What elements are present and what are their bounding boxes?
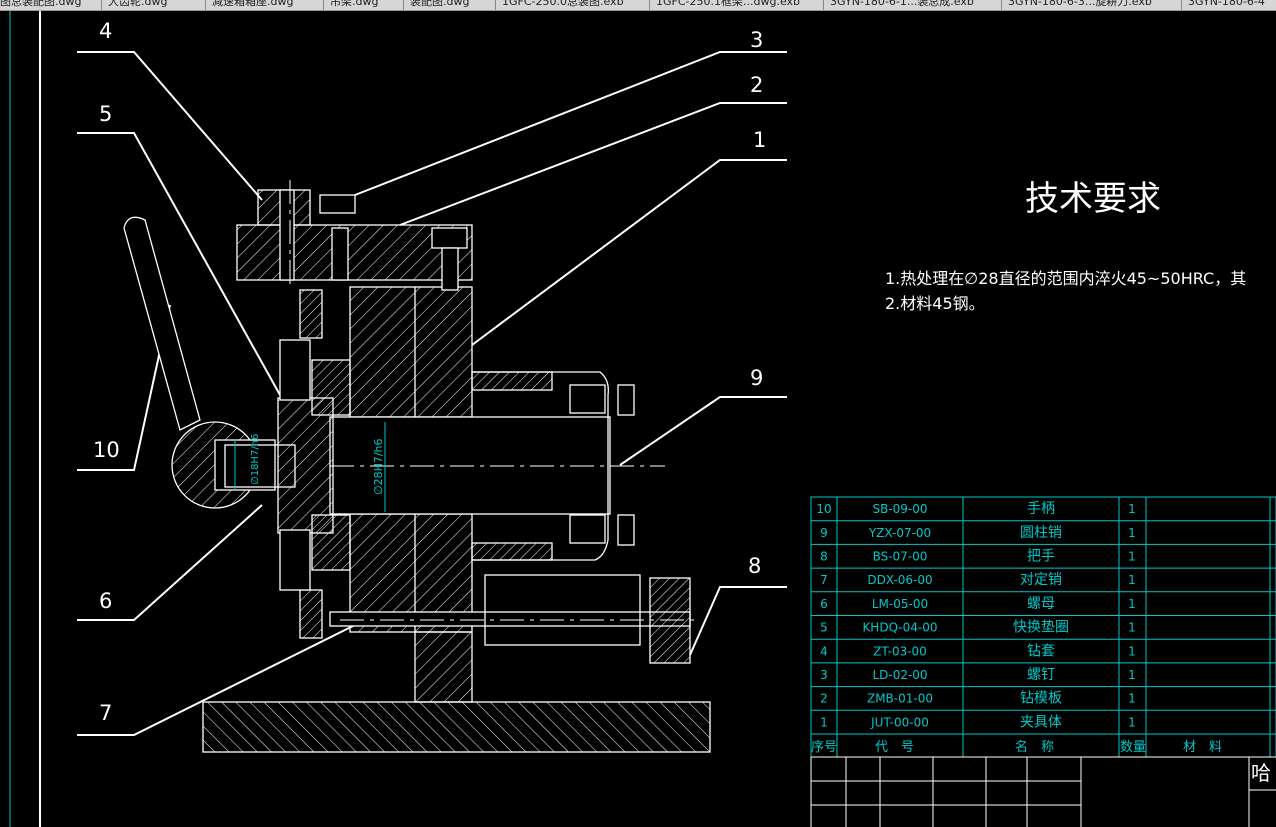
bom-cell-qty: 1 xyxy=(1128,573,1136,587)
balloon-1: 1 xyxy=(753,128,766,152)
bom-cell-qty: 1 xyxy=(1128,644,1136,658)
bom-cell-code: BS-07-00 xyxy=(873,550,928,564)
bom-cell-code: LM-05-00 xyxy=(872,597,928,611)
title-block-char: 哈 xyxy=(1251,761,1271,785)
bom-cell-qty: 1 xyxy=(1128,668,1136,682)
bom-header-material: 材 料 xyxy=(1183,740,1222,755)
balloon-2: 2 xyxy=(750,73,763,97)
tab-2[interactable]: 大齿轮.dwg xyxy=(102,0,206,10)
bom-cell-code: SB-09-00 xyxy=(872,502,927,516)
bom-cell-qty: 1 xyxy=(1128,597,1136,611)
bom-header-no: 序号 xyxy=(811,740,837,755)
bom-cell-qty: 1 xyxy=(1128,715,1136,729)
bom-cell-code: KHDQ-04-00 xyxy=(862,621,937,635)
bom-cell-no: 9 xyxy=(820,526,828,540)
bom-cell-name: 快换垫圈 xyxy=(1013,619,1069,636)
dimensions: ∅28H7/h6 ∅18H7/h6 xyxy=(234,422,386,512)
balloon-8: 8 xyxy=(748,554,761,578)
bom-rows: 10 SB-09-00 手柄 1 9 YZX-07-00 圆柱销 1 8 BS-07-00 把手 1 7… xyxy=(816,501,1135,730)
balloon-3: 3 xyxy=(750,28,763,52)
bom-cell-name: 手柄 xyxy=(1027,501,1055,517)
bom-cell-name: 圆柱销 xyxy=(1020,525,1062,541)
bom-cell-qty: 1 xyxy=(1128,526,1136,540)
bom-cell-code: ZT-03-00 xyxy=(873,644,927,658)
bom-header: 序号 代 号 名 称 数量 材 料 xyxy=(811,739,1222,755)
center-lines xyxy=(289,180,700,621)
bom-cell-no: 10 xyxy=(816,502,831,516)
tab-7[interactable]: 1GFC-250.1框架...dwg.exb xyxy=(650,0,824,10)
tab-4[interactable]: 吊架.dwg xyxy=(324,0,404,10)
tab-9[interactable]: 3GYN-180-6-3...旋耕刀.exb xyxy=(1002,0,1182,10)
bom-table xyxy=(810,496,1276,758)
bom-cell-name: 钻模板 xyxy=(1020,691,1062,707)
bom-cell-code: YZX-07-00 xyxy=(868,526,931,540)
bom-cell-code: LD-02-00 xyxy=(872,668,927,682)
balloon-labels: 4 5 10 6 7 3 2 1 9 8 xyxy=(93,19,766,725)
bom-cell-name: 对定销 xyxy=(1020,572,1062,588)
bom-cell-name: 夹具体 xyxy=(1020,714,1062,730)
bom-header-name: 名 称 xyxy=(1015,739,1054,755)
title-block: 哈 xyxy=(810,756,1276,827)
bom-cell-code: ZMB-01-00 xyxy=(867,692,933,706)
balloon-5: 5 xyxy=(99,102,112,126)
balloon-6: 6 xyxy=(99,589,112,613)
bom-cell-no: 8 xyxy=(820,550,828,564)
bom-cell-no: 6 xyxy=(820,597,828,611)
tech-line-2: 2.材料45钢。 xyxy=(885,294,985,313)
bom-cell-no: 4 xyxy=(820,644,828,658)
balloon-7: 7 xyxy=(99,701,112,725)
drawing-canvas[interactable]: 4 5 10 6 7 3 2 1 9 8 xyxy=(0,11,1276,827)
bom-cell-qty: 1 xyxy=(1128,502,1136,516)
tab-3[interactable]: 减速箱箱座.dwg xyxy=(206,0,324,10)
drawing-border xyxy=(9,11,41,827)
bom-cell-code: JUT-00-00 xyxy=(870,715,929,729)
bom-cell-no: 1 xyxy=(820,715,828,729)
bom-cell-no: 2 xyxy=(820,692,828,706)
tab-8[interactable]: 3GYN-180-6-1...装总成.exb xyxy=(824,0,1002,10)
dim-18: ∅18H7/h6 xyxy=(250,434,261,485)
bom-header-qty: 数量 xyxy=(1120,740,1146,755)
tab-1[interactable]: 图总装配图.dwg xyxy=(0,0,102,10)
bom-cell-no: 3 xyxy=(820,668,828,682)
tab-6[interactable]: 1GFC-250.0总装图.exb xyxy=(496,0,650,10)
bom-header-code: 代 号 xyxy=(875,740,914,755)
bom-cell-name: 螺母 xyxy=(1027,596,1055,612)
bom-cell-name: 把手 xyxy=(1027,549,1055,565)
tab-10[interactable]: 3GYN-180-6-4 xyxy=(1182,0,1276,10)
balloon-4: 4 xyxy=(99,19,112,43)
bom-cell-name: 螺钉 xyxy=(1027,667,1055,683)
tech-title: 技术要求 xyxy=(1025,179,1161,219)
balloon-9: 9 xyxy=(750,366,763,390)
bom-cell-qty: 1 xyxy=(1128,692,1136,706)
bom-cell-name: 钻套 xyxy=(1027,643,1055,659)
technical-requirements: 技术要求 1.热处理在∅28直径的范围内淬火45~50HRC，其 2.材料45钢… xyxy=(885,179,1246,313)
bom-cell-code: DDX-06-00 xyxy=(867,573,932,587)
bom-cell-no: 7 xyxy=(820,573,828,587)
tab-5[interactable]: 装配图.dwg xyxy=(404,0,496,10)
tech-line-1: 1.热处理在∅28直径的范围内淬火45~50HRC，其 xyxy=(885,269,1246,288)
bom-cell-qty: 1 xyxy=(1128,621,1136,635)
dim-28: ∅28H7/h6 xyxy=(372,438,385,495)
document-tab-bar: 图总装配图.dwg 大齿轮.dwg 减速箱箱座.dwg 吊架.dwg 装配图.d… xyxy=(0,0,1276,11)
leader-lines xyxy=(77,51,787,736)
balloon-10: 10 xyxy=(93,438,120,462)
bom-cell-no: 5 xyxy=(820,621,828,635)
bom-cell-qty: 1 xyxy=(1128,550,1136,564)
